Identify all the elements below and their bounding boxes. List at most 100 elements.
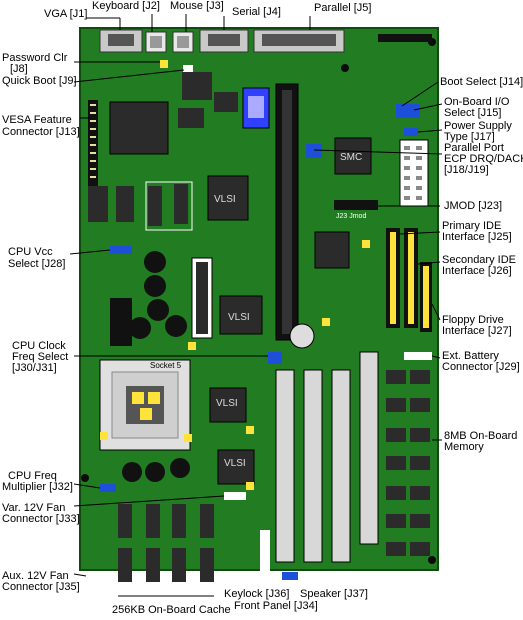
label-memory-2: Memory xyxy=(444,441,484,453)
capacitor xyxy=(170,458,190,478)
label-parport-1: Parallel Port xyxy=(444,142,504,154)
label-quick-boot: Quick Boot [J9] xyxy=(2,75,77,87)
chip-u4 xyxy=(178,108,204,128)
label-cpu-vcc-2: Select [J28] xyxy=(8,258,66,270)
label-cpu-clock-3: [J30/J31] xyxy=(12,362,57,374)
smc-text: SMC xyxy=(340,152,362,163)
chip-u25 xyxy=(88,186,108,222)
chip-vlsi-1 xyxy=(207,175,249,221)
chip-u2 xyxy=(182,72,212,100)
chip-u26 xyxy=(116,186,134,222)
label-jmod: JMOD [J23] xyxy=(444,200,503,212)
mouse-connector xyxy=(172,31,194,53)
label-cpu-clock-2: Freq Select xyxy=(12,351,69,363)
socket-text: Socket 5 xyxy=(150,361,182,370)
label-vga: VGA [J1] xyxy=(44,8,88,20)
capacitor xyxy=(147,299,169,321)
cache-chips xyxy=(118,504,214,582)
serial-connector xyxy=(199,29,249,53)
chip-vlsi-3 xyxy=(209,387,247,423)
vga-connector xyxy=(99,29,143,53)
label-aux-fan-1: Aux. 12V Fan xyxy=(2,570,69,582)
cpu-socket xyxy=(99,359,191,451)
battery-bt1 xyxy=(289,323,315,349)
header-top-right xyxy=(378,34,432,42)
label-memory-1: 8MB On-Board xyxy=(444,430,518,442)
chip-smc xyxy=(334,137,372,175)
jumper-j14 xyxy=(396,104,408,118)
regulator-u43 xyxy=(110,298,132,346)
fan-connector-j35 xyxy=(86,572,108,580)
jumper-j9 xyxy=(183,65,193,75)
leader-lines xyxy=(69,14,443,597)
label-mouse: Mouse [J3] xyxy=(170,0,224,12)
jumper-j8 xyxy=(160,60,168,68)
fan-connector-j33 xyxy=(224,492,246,500)
label-boot-select: Boot Select [J14] xyxy=(440,76,523,88)
label-floppy-1: Floppy Drive xyxy=(442,314,504,326)
connector-j20-pins xyxy=(404,146,422,200)
jumper-j17 xyxy=(404,128,418,136)
vlsi-text-1: VLSI xyxy=(214,194,236,205)
speaker-j37 xyxy=(282,572,298,580)
label-cpu-clock-1: CPU Clock xyxy=(12,340,66,352)
label-cpu-freq-2: Multiplier [J32] xyxy=(2,481,73,493)
vesa-pins xyxy=(90,104,96,178)
simm-slots xyxy=(275,351,379,563)
vlsi-text-4: VLSI xyxy=(224,458,246,469)
label-keyboard: Keyboard [J2] xyxy=(92,0,160,12)
capacitor xyxy=(144,275,166,297)
label-psu-2: Type [J17] xyxy=(444,131,495,143)
keylock-j36 xyxy=(244,574,258,580)
label-cpu-freq-1: CPU Freq xyxy=(8,470,57,482)
label-psu-1: Power Supply xyxy=(444,120,512,132)
jumper-j32 xyxy=(100,484,116,492)
chip-vlsi-2 xyxy=(219,295,263,335)
bios-label xyxy=(248,96,264,118)
label-parallel: Parallel [J5] xyxy=(314,2,372,14)
label-var-fan-1: Var. 12V Fan xyxy=(2,502,66,514)
jumper-j30-j31 xyxy=(268,352,282,364)
mount-hole xyxy=(428,556,436,564)
parallel-connector xyxy=(253,29,345,53)
socket-u21-chip xyxy=(196,262,208,334)
label-cache: 256KB On-Board Cache xyxy=(112,604,231,616)
isa-slot-inner xyxy=(282,90,292,334)
capacitor xyxy=(145,462,165,482)
label-ext-batt-1: Ext. Battery xyxy=(442,350,499,362)
memory-chips xyxy=(386,370,430,556)
label-floppy-2: Interface [J27] xyxy=(442,325,512,337)
label-keylock: Keylock [J36] xyxy=(224,588,290,600)
capacitor xyxy=(129,317,151,339)
label-ext-batt-2: Connector [J29] xyxy=(442,361,520,373)
keyboard-connector xyxy=(145,31,167,53)
chip-sockets xyxy=(145,181,193,231)
mount-hole xyxy=(81,474,89,482)
label-aux-fan-2: Connector [J35] xyxy=(2,581,80,593)
chip-u3 xyxy=(214,92,238,112)
label-primary-ide-2: Interface [J25] xyxy=(442,231,512,243)
chip-u39 xyxy=(314,231,350,269)
label-vesa-1: VESA Feature xyxy=(2,114,72,126)
label-parport-2: ECP DRQ/DACK xyxy=(444,153,523,165)
front-panel-j34 xyxy=(260,530,270,576)
label-password-clr: Password Clr xyxy=(2,52,68,64)
ide-pins xyxy=(390,232,429,328)
vlsi-text-3: VLSI xyxy=(216,398,238,409)
jmod-silk: J23 Jmod xyxy=(336,213,366,220)
label-parport-3: [J18/J19] xyxy=(444,164,489,176)
label-onboard-io-1: On-Board I/O xyxy=(444,96,510,108)
chip-vlsi-4 xyxy=(217,449,255,485)
label-secondary-ide-2: Interface [J26] xyxy=(442,265,512,277)
jumper-j28 xyxy=(110,246,132,254)
label-cpu-vcc-1: CPU Vcc xyxy=(8,246,53,258)
ext-battery-j29 xyxy=(404,352,432,360)
label-vesa-2: Connector [J13] xyxy=(2,126,80,138)
label-speaker: Speaker [J37] xyxy=(300,588,368,600)
label-serial: Serial [J4] xyxy=(232,6,281,18)
label-secondary-ide-1: Secondary IDE xyxy=(442,254,516,266)
capacitor xyxy=(122,462,142,482)
yellow-components xyxy=(100,240,370,490)
vlsi-text-2: VLSI xyxy=(228,312,250,323)
